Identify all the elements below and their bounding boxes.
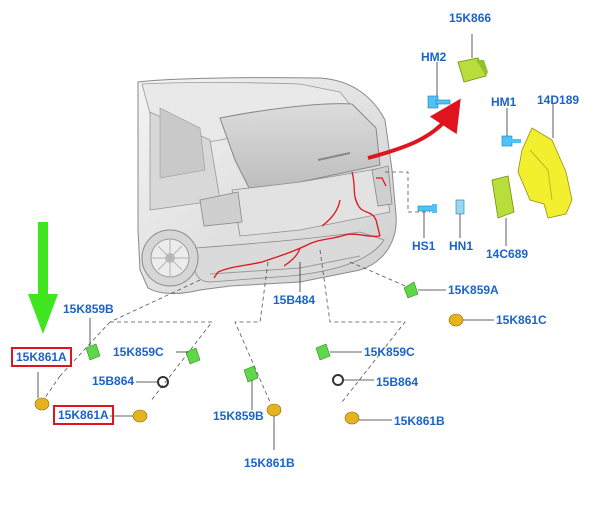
label-15k861a-top: 15K861A [11,347,72,367]
car-rear-view [137,77,397,294]
sensor-15k861a-bottom [110,409,148,423]
label-15b864-right: 15B864 [376,375,419,389]
label-15k861c: 15K861C [496,313,547,327]
label-hn1: HN1 [449,239,474,253]
sensor-15k859c-right [315,343,362,361]
clip-15b864-right [332,374,374,386]
label-15k861a-bottom: 15K861A [53,405,114,425]
label-15b864-left: 15B864 [92,374,135,388]
fastener-hs1 [417,204,437,238]
label-hs1: HS1 [412,239,436,253]
wiring-harness [213,171,387,279]
label-15k861b-center: 15K861B [244,456,295,470]
sensor-15k861b-right [344,411,392,425]
sensor-15k861b-center [266,403,282,450]
sensor-15k859b-center [243,365,259,410]
fastener-hm2 [427,62,451,109]
label-15k859b-left: 15K859B [63,302,114,316]
label-hm1: HM1 [491,95,517,109]
arrow-down-green [28,222,58,334]
label-15k859b-center: 15K859B [213,409,264,423]
clip-15b864-left [136,376,169,388]
module-15k866 [457,34,488,83]
module-14c689 [491,175,515,246]
leader-lines [41,171,430,403]
label-15b484: 15B484 [273,293,316,307]
label-hm2: HM2 [421,50,447,64]
label-14d189: 14D189 [537,93,580,107]
sensor-15k859a [403,281,446,299]
fastener-hm1 [501,108,521,147]
fastener-hn1 [455,199,465,238]
sensor-15k859c-left [176,347,201,365]
sensor-15k861a-top [34,372,50,411]
sensor-15k861c [448,313,494,327]
callout-arrow [367,98,461,160]
sensor-15k859b-left [85,318,101,361]
label-15k861b-right: 15K861B [394,414,445,428]
label-15k859c-right: 15K859C [364,345,415,359]
label-15k866: 15K866 [449,11,492,25]
label-15k859c-left: 15K859C [113,345,164,359]
label-14c689: 14C689 [486,247,529,261]
bracket-14d189 [517,104,573,219]
label-15k859a: 15K859A [448,283,499,297]
